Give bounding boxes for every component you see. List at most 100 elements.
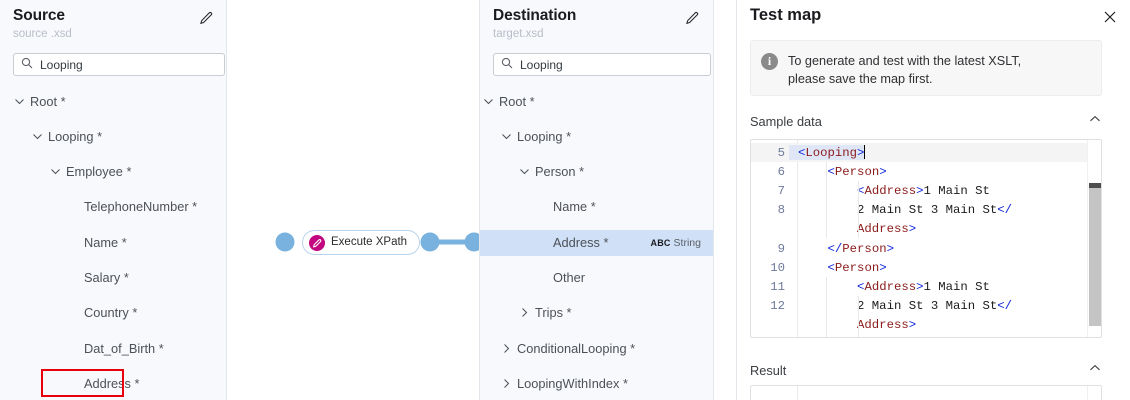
destination-search-input[interactable]: Looping: [493, 53, 711, 76]
tree-node-address[interactable]: Address *ABC String: [480, 230, 713, 257]
tree-node-label: Looping *: [517, 128, 572, 144]
info-banner-text: To generate and test with the latest XSL…: [788, 52, 1021, 88]
sample-data-label: Sample data: [750, 113, 822, 129]
sample-data-section-header[interactable]: Sample data: [750, 111, 1102, 131]
code-text: Address>: [857, 222, 917, 237]
tree-node-label: Name *: [553, 199, 596, 215]
test-map-title: Test map: [750, 6, 822, 24]
tree-node-label: Country *: [84, 305, 138, 321]
tree-node-label: Trips *: [535, 305, 572, 321]
line-number: 7: [777, 183, 785, 198]
chevron-up-icon[interactable]: [1088, 361, 1102, 380]
chevron-down-icon[interactable]: [519, 165, 530, 180]
destination-title: Destination: [493, 7, 577, 24]
source-title: Source: [13, 7, 65, 24]
code-line[interactable]: 13: [751, 335, 1101, 339]
code-line[interactable]: Address>: [751, 316, 1101, 335]
chevron-right-icon[interactable]: [501, 377, 512, 392]
function-input-handle[interactable]: [275, 232, 295, 252]
gutter-divider: [797, 386, 798, 400]
chevron-down-icon[interactable]: [14, 95, 25, 110]
info-banner-line2: please save the map first.: [788, 72, 933, 86]
result-code-editor[interactable]: [750, 385, 1102, 400]
chevron-down-icon[interactable]: [483, 95, 494, 110]
search-icon: [501, 56, 513, 74]
tree-node-telephonenumber[interactable]: TelephoneNumber *: [68, 195, 197, 221]
result-section-header[interactable]: Result: [750, 360, 1102, 380]
code-line[interactable]: Address>: [751, 220, 1101, 239]
tree-node-label: Root *: [30, 93, 66, 109]
function-node-label: Execute XPath: [331, 235, 408, 248]
info-banner-line1: To generate and test with the latest XSL…: [788, 54, 1022, 68]
tree-node-other[interactable]: Other: [537, 266, 585, 292]
info-icon: i: [761, 53, 778, 70]
destination-panel-divider-right: [713, 0, 714, 400]
line-number: 13: [751, 338, 789, 339]
code-line[interactable]: 10 <Person>: [751, 258, 1101, 277]
tree-node-looping[interactable]: Looping *: [501, 124, 571, 150]
close-icon[interactable]: [1100, 7, 1120, 27]
destination-panel-header: Destination target.xsd: [493, 7, 576, 40]
chevron-down-icon[interactable]: [32, 130, 43, 145]
result-editor-scrollbar[interactable]: [1087, 386, 1101, 400]
chevron-right-icon[interactable]: [519, 306, 530, 321]
sample-data-code-editor[interactable]: 5<Looping>6 <Person>7 <Address>1 Main St…: [750, 139, 1102, 338]
source-panel-header: Source source .xsd: [13, 7, 72, 40]
mapping-canvas[interactable]: Execute XPath: [227, 0, 484, 400]
code-line[interactable]: 11 <Address>1 Main St: [751, 277, 1101, 296]
chevron-down-icon[interactable]: [50, 165, 61, 180]
code-line[interactable]: 9 </Person>: [751, 239, 1101, 258]
tree-node-salary[interactable]: Salary *: [68, 266, 129, 292]
source-panel-divider: [226, 0, 227, 400]
tree-node-label: Employee *: [66, 164, 132, 180]
tree-node-trips[interactable]: Trips *: [519, 301, 572, 327]
editor-scrollbar[interactable]: [1087, 140, 1101, 337]
scrollbar-thumb[interactable]: [1089, 188, 1101, 326]
code-line[interactable]: 5<Looping>: [751, 143, 1101, 162]
tree-node-label: Root *: [499, 93, 535, 109]
source-edit-pencil-icon[interactable]: [196, 9, 216, 29]
code-text: Address>: [857, 318, 917, 333]
line-number: 9: [777, 241, 785, 256]
code-line[interactable]: 12 2 Main St 3 Main St</: [751, 297, 1101, 316]
tree-node-looping[interactable]: Looping *: [32, 124, 102, 150]
connection-line[interactable]: [429, 239, 475, 245]
tree-node-dat-of-birth[interactable]: Dat_of_Birth *: [68, 336, 164, 362]
line-number: 10: [770, 260, 785, 275]
indent-guide: [826, 162, 827, 238]
tree-node-label: Name *: [84, 234, 127, 250]
line-number: 5: [777, 145, 785, 160]
tree-node-name[interactable]: Name *: [68, 230, 127, 256]
tree-node-person[interactable]: Person *: [519, 160, 584, 186]
destination-panel-divider-left: [479, 0, 480, 400]
code-line[interactable]: 7 <Address>1 Main St: [751, 181, 1101, 200]
code-line[interactable]: 6 <Person>: [751, 162, 1101, 181]
test-map-panel-divider: [736, 0, 737, 400]
tree-node-country[interactable]: Country *: [68, 301, 137, 327]
destination-link-handle[interactable]: [464, 232, 484, 252]
chevron-down-icon[interactable]: [501, 130, 512, 145]
line-number: 6: [777, 164, 785, 179]
line-number: 12: [770, 299, 785, 314]
tree-node-label: Address *: [84, 375, 140, 391]
indent-guide: [858, 296, 859, 337]
tree-node-address[interactable]: Address *: [68, 371, 139, 397]
function-output-handle[interactable]: [420, 232, 440, 252]
code-line[interactable]: 8 2 Main St 3 Main St</: [751, 201, 1101, 220]
tree-node-loopingwithindex[interactable]: LoopingWithIndex *: [501, 371, 628, 397]
tree-node-conditionallooping[interactable]: ConditionalLooping *: [501, 336, 635, 362]
tree-node-root[interactable]: Root *: [483, 89, 535, 115]
chevron-up-icon[interactable]: [1088, 112, 1102, 131]
source-search-input[interactable]: Looping: [13, 53, 225, 76]
gutter-divider: [797, 140, 798, 337]
text-cursor: [864, 145, 866, 159]
tree-node-employee[interactable]: Employee *: [50, 160, 131, 186]
tree-node-root[interactable]: Root *: [14, 89, 66, 115]
chevron-right-icon[interactable]: [501, 342, 512, 357]
destination-edit-pencil-icon[interactable]: [682, 9, 702, 29]
node-type-badge: ABC String: [650, 237, 701, 250]
function-node-execute-xpath[interactable]: Execute XPath: [302, 230, 421, 255]
code-text: <Address>1 Main St: [857, 183, 990, 198]
tree-node-name[interactable]: Name *: [537, 195, 596, 221]
